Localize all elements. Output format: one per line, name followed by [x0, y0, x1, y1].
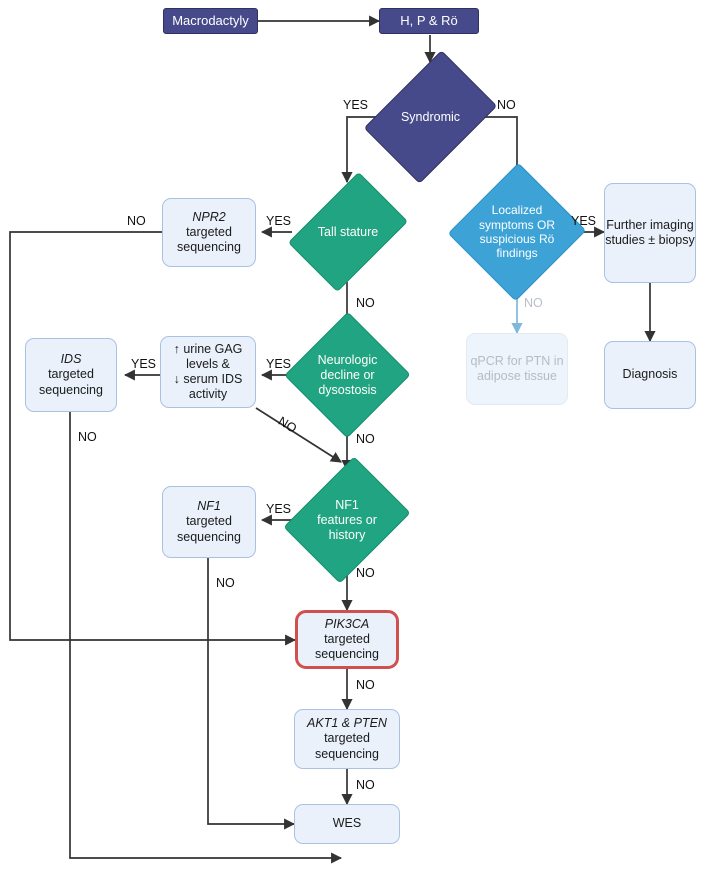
node-akt1-pten-rest: targeted sequencing — [315, 731, 379, 761]
node-npr2-rest: targeted sequencing — [177, 224, 241, 255]
edge-label-neuro-no: NO — [356, 432, 375, 446]
node-localized-symptoms-label: Localized symptoms OR suspicious Rö find… — [478, 203, 555, 261]
node-akt1-pten-sequencing[interactable]: AKT1 & PTEN targeted sequencing — [294, 709, 400, 769]
node-neurologic-decline-label: Neurologic decline or dysostosis — [317, 352, 378, 397]
node-nf1-features[interactable]: NF1 features or history — [283, 456, 411, 584]
node-ids-rest: targeted sequencing — [39, 367, 103, 397]
node-further-imaging-label: Further imaging studies ± biopsy — [605, 217, 695, 247]
edge-label-localized-no: NO — [524, 296, 543, 310]
node-further-imaging[interactable]: Further imaging studies ± biopsy — [604, 183, 696, 283]
edge-label-neuro-yes: YES — [266, 357, 292, 371]
node-akt1-pten-gene: AKT1 & PTEN — [307, 716, 387, 731]
edge-label-localized-yes: YES — [571, 214, 597, 228]
edge-label-tall-no: NO — [356, 296, 375, 310]
edge-label-pik3ca-no: NO — [356, 678, 375, 692]
edge-npr2-no-to-pik3ca — [9, 231, 297, 646]
edge-label-syndromic-yes: YES — [343, 98, 369, 112]
node-nf1-gene: NF1 — [197, 499, 221, 514]
node-nf1-features-label: NF1 features or history — [317, 497, 377, 542]
node-tall-stature[interactable]: Tall stature — [287, 171, 409, 293]
edge-label-gag-no: NO — [275, 414, 300, 436]
node-gag-line2: levels & — [186, 356, 230, 371]
node-nf1-sequencing[interactable]: NF1 targeted sequencing — [162, 486, 256, 558]
edge-label-akt1-no: NO — [356, 778, 375, 792]
node-qpcr-ptn[interactable]: qPCR for PTN in adipose tissue — [466, 333, 568, 405]
node-macrodactyly-label: Macrodactyly — [172, 13, 249, 29]
edge-label-nf1-no: NO — [356, 566, 375, 580]
node-pik3ca-sequencing[interactable]: PIK3CA targeted sequencing — [295, 610, 399, 669]
node-nf1-rest: targeted sequencing — [177, 514, 241, 544]
node-ids-sequencing[interactable]: IDS targeted sequencing — [25, 338, 117, 412]
edge-label-gag-yes: YES — [131, 357, 157, 371]
node-wes-label: WES — [332, 816, 362, 831]
node-diagnosis[interactable]: Diagnosis — [604, 341, 696, 409]
node-npr2-gene: NPR2 — [192, 209, 226, 224]
node-macrodactyly[interactable]: Macrodactyly — [163, 8, 258, 34]
node-syndromic-label: Syndromic — [400, 109, 461, 124]
node-tall-stature-label: Tall stature — [317, 224, 379, 239]
node-ids-gene: IDS — [60, 352, 82, 367]
edge-label-ids-no: NO — [78, 430, 97, 444]
node-npr2-sequencing[interactable]: NPR2 targeted sequencing — [162, 198, 256, 267]
node-gag-line1: ↑ urine GAG — [173, 341, 243, 356]
node-gag-line4: activity — [188, 387, 228, 402]
node-localized-symptoms[interactable]: Localized symptoms OR suspicious Rö find… — [447, 162, 587, 302]
node-qpcr-ptn-label: qPCR for PTN in adipose tissue — [470, 353, 564, 383]
node-gag-ids-levels[interactable]: ↑ urine GAG levels & ↓ serum IDS activit… — [160, 336, 256, 408]
node-syndromic[interactable]: Syndromic — [363, 50, 498, 184]
edge-nf1box-no-to-wes — [207, 558, 296, 830]
edge-label-nf1-yes: YES — [266, 502, 292, 516]
node-pik3ca-rest: targeted sequencing — [315, 631, 379, 662]
node-hpro-label: H, P & Rö — [400, 13, 458, 29]
node-gag-line3: ↓ serum IDS — [173, 372, 243, 386]
edge-label-tall-yes: YES — [266, 214, 292, 228]
node-pik3ca-gene: PIK3CA — [324, 616, 370, 631]
edge-label-syndromic-no: NO — [497, 98, 516, 112]
edge-label-nf1box-no: NO — [216, 576, 235, 590]
node-hpro[interactable]: H, P & Rö — [379, 8, 479, 34]
node-diagnosis-label: Diagnosis — [622, 367, 678, 382]
node-wes[interactable]: WES — [294, 804, 400, 844]
edge-label-npr2-no: NO — [127, 214, 146, 228]
node-neurologic-decline[interactable]: Neurologic decline or dysostosis — [284, 311, 411, 439]
